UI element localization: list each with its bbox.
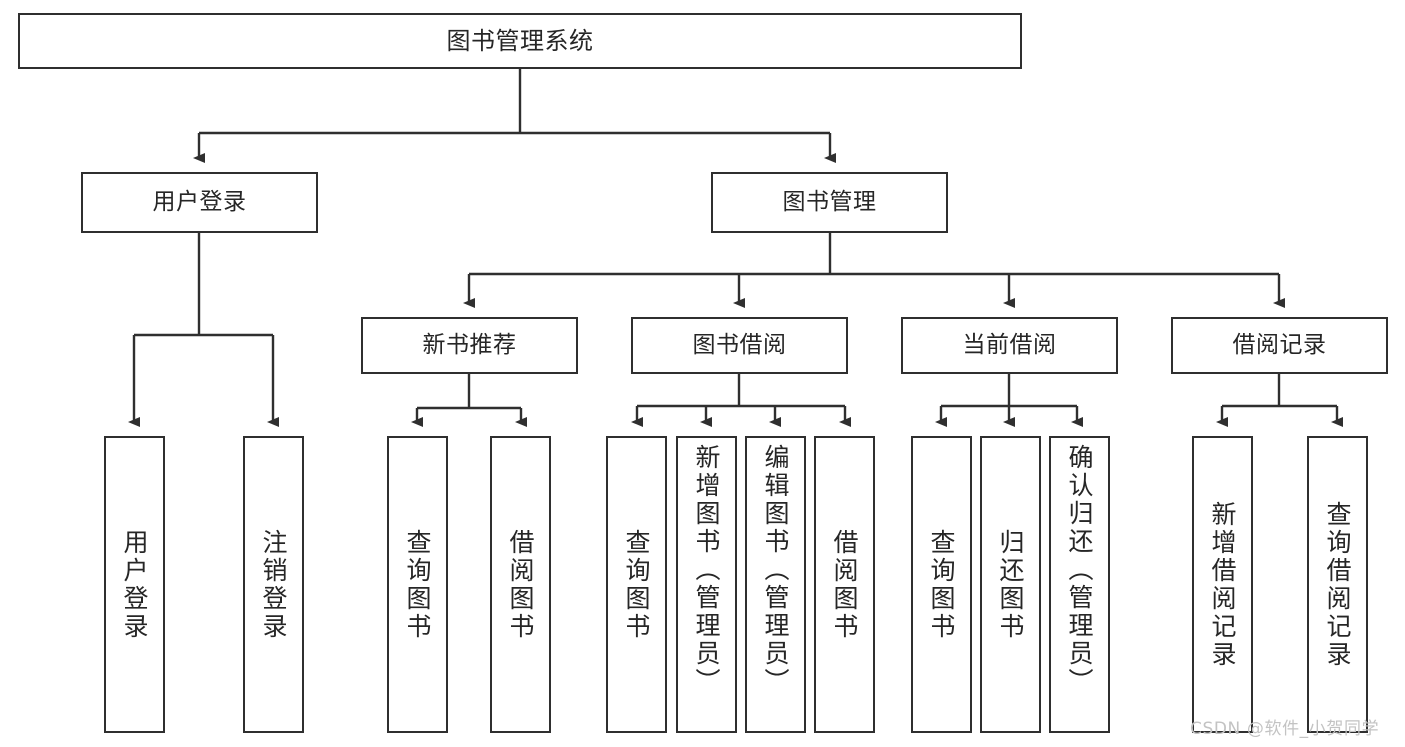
node-leaf-user-login[interactable]: 用户登录 bbox=[104, 436, 165, 733]
node-leaf-borrow-book-new-label: 借阅图书 bbox=[506, 528, 535, 641]
node-leaf-query-borrow-record[interactable]: 查询借阅记录 bbox=[1307, 436, 1368, 733]
node-leaf-confirm-return-admin-label: 确认归还（管理员） bbox=[1065, 444, 1094, 696]
node-leaf-confirm-return-admin[interactable]: 确认归还（管理员） bbox=[1049, 436, 1110, 733]
node-current-borrow[interactable]: 当前借阅 bbox=[901, 317, 1118, 374]
node-book-management-label: 图书管理 bbox=[782, 188, 877, 215]
node-leaf-query-book-borrow-label: 查询图书 bbox=[622, 528, 651, 641]
node-leaf-borrow-book[interactable]: 借阅图书 bbox=[814, 436, 875, 733]
node-leaf-add-borrow-record-label: 新增借阅记录 bbox=[1208, 500, 1237, 669]
node-leaf-logout-label: 注销登录 bbox=[259, 528, 288, 641]
node-new-book-recommend[interactable]: 新书推荐 bbox=[361, 317, 578, 374]
node-leaf-query-book-current[interactable]: 查询图书 bbox=[911, 436, 972, 733]
node-borrow-record-label: 借阅记录 bbox=[1232, 331, 1327, 358]
csdn-watermark: CSDN @软件_小贺同学 bbox=[1190, 719, 1380, 739]
node-book-management[interactable]: 图书管理 bbox=[711, 172, 948, 233]
node-root-system[interactable]: 图书管理系统 bbox=[18, 13, 1022, 69]
node-borrow-record[interactable]: 借阅记录 bbox=[1171, 317, 1388, 374]
node-leaf-return-book[interactable]: 归还图书 bbox=[980, 436, 1041, 733]
node-leaf-query-book-new[interactable]: 查询图书 bbox=[387, 436, 448, 733]
node-leaf-add-book-admin-label: 新增图书（管理员） bbox=[692, 444, 721, 696]
node-leaf-borrow-book-label: 借阅图书 bbox=[830, 528, 859, 641]
node-leaf-return-book-label: 归还图书 bbox=[996, 528, 1025, 641]
node-leaf-edit-book-admin-label: 编辑图书（管理员） bbox=[761, 444, 790, 696]
node-leaf-borrow-book-new[interactable]: 借阅图书 bbox=[490, 436, 551, 733]
node-current-borrow-label: 当前借阅 bbox=[962, 331, 1057, 358]
node-leaf-edit-book-admin[interactable]: 编辑图书（管理员） bbox=[745, 436, 806, 733]
node-leaf-query-book-borrow[interactable]: 查询图书 bbox=[606, 436, 667, 733]
node-leaf-query-book-new-label: 查询图书 bbox=[403, 528, 432, 641]
node-leaf-user-login-label: 用户登录 bbox=[120, 528, 149, 641]
node-leaf-add-book-admin[interactable]: 新增图书（管理员） bbox=[676, 436, 737, 733]
node-leaf-query-book-current-label: 查询图书 bbox=[927, 528, 956, 641]
node-root-system-label: 图书管理系统 bbox=[446, 26, 594, 55]
node-book-borrow-label: 图书借阅 bbox=[692, 331, 787, 358]
node-book-borrow[interactable]: 图书借阅 bbox=[631, 317, 848, 374]
node-leaf-add-borrow-record[interactable]: 新增借阅记录 bbox=[1192, 436, 1253, 733]
node-new-book-recommend-label: 新书推荐 bbox=[422, 331, 517, 358]
node-user-login[interactable]: 用户登录 bbox=[81, 172, 318, 233]
node-leaf-logout[interactable]: 注销登录 bbox=[243, 436, 304, 733]
node-user-login-label: 用户登录 bbox=[152, 188, 247, 215]
node-leaf-query-borrow-record-label: 查询借阅记录 bbox=[1323, 500, 1352, 669]
